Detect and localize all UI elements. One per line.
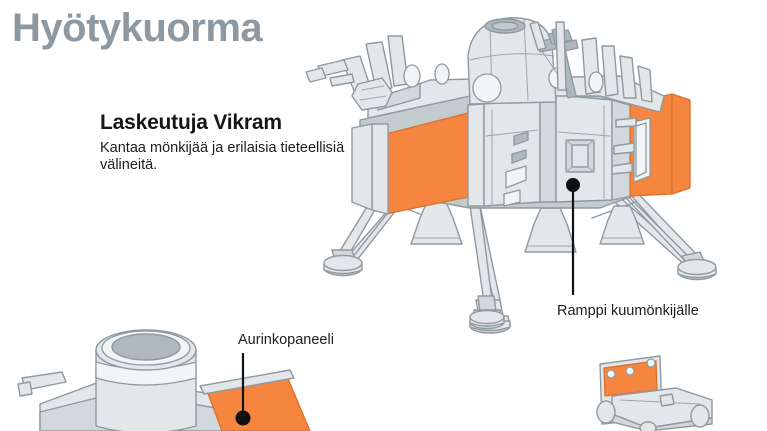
- orbiter-module-illustration: [17, 329, 311, 431]
- page-title: Hyötykuorma: [12, 6, 263, 50]
- lander-upper-right-fins: [581, 37, 653, 103]
- lander-leg-right: [607, 175, 717, 281]
- lander-heading: Laskeutuja Vikram: [100, 111, 282, 134]
- callout-dot-icon: [566, 178, 580, 192]
- lander-thrusters: [410, 201, 645, 253]
- lander-description: Kantaa mönkijää ja erilaisia tieteellisi…: [100, 140, 345, 173]
- lander-main-body: [351, 93, 691, 215]
- callout-ramp-leader: [566, 178, 580, 295]
- lander-antenna: [529, 21, 579, 99]
- callout-solar-leader: [235, 353, 251, 426]
- pragyan-rover-illustration: [596, 355, 713, 431]
- dome-port-icon: [472, 73, 502, 103]
- callout-label-solar: Aurinkopaneeli: [238, 332, 334, 348]
- callout-dot-icon: [235, 410, 251, 426]
- vikram-lander-illustration: [305, 17, 717, 334]
- lander-dome: [467, 17, 566, 105]
- engine-throat: [111, 333, 181, 361]
- lander-leg-center: [469, 205, 505, 330]
- callout-label-ramp: Ramppi kuumönkijälle: [557, 303, 699, 319]
- lander-body-details: [485, 105, 651, 207]
